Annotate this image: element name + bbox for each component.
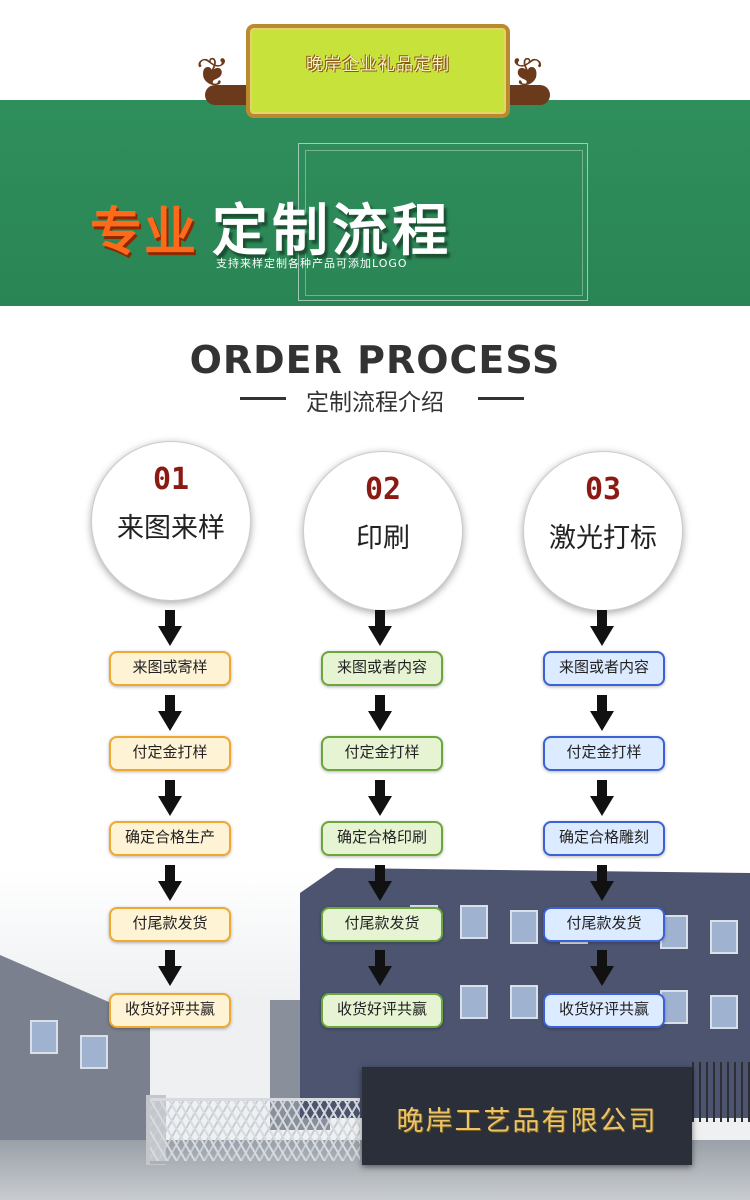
company-sign-text: 晚岸工艺品有限公司 <box>396 1106 658 1137</box>
order-process-title: ORDER PROCESS <box>189 338 561 382</box>
step-box: 收货好评共赢 <box>321 993 443 1028</box>
process-label: 来图来样 <box>117 513 225 544</box>
process-number: 03 <box>584 472 622 507</box>
arrow-down-icon <box>590 695 614 731</box>
process-label: 印刷 <box>356 523 410 554</box>
process-number: 01 <box>152 462 190 497</box>
company-sign: 晚岸工艺品有限公司 <box>362 1067 692 1165</box>
arrow-down-icon <box>368 695 392 731</box>
process-number: 02 <box>364 472 402 507</box>
headline-subtitle: 支持来样定制各种产品可添加LOGO <box>216 257 408 270</box>
step-box: 付定金打样 <box>321 736 443 771</box>
window <box>510 910 538 944</box>
arrow-down-icon <box>158 780 182 816</box>
title-rule-left <box>240 397 286 400</box>
plaque-title: 晚岸企业礼品定制 <box>306 55 450 75</box>
arrow-down-icon <box>590 610 614 646</box>
window <box>710 995 738 1029</box>
step-box: 付尾款发货 <box>109 907 231 942</box>
headline: 专业定制流程 <box>90 186 452 267</box>
window <box>30 1020 58 1054</box>
arrow-down-icon <box>368 780 392 816</box>
step-box: 确定合格生产 <box>109 821 231 856</box>
retractable-gate <box>150 1098 360 1164</box>
headline-highlight: 专业 <box>90 203 199 263</box>
fence <box>692 1062 750 1122</box>
window <box>510 985 538 1019</box>
process-label: 激光打标 <box>549 523 657 554</box>
order-process-subtitle: 定制流程介绍 <box>306 390 444 416</box>
process-circle-3: 03 激光打标 <box>523 451 683 611</box>
title-rule-right <box>478 397 524 400</box>
window <box>460 985 488 1019</box>
header-banner <box>0 100 750 306</box>
arrow-down-icon <box>590 865 614 901</box>
step-box: 付定金打样 <box>109 736 231 771</box>
step-box: 收货好评共赢 <box>543 993 665 1028</box>
step-box: 确定合格印刷 <box>321 821 443 856</box>
step-box: 来图或者内容 <box>321 651 443 686</box>
arrow-down-icon <box>368 610 392 646</box>
swirl-right-icon: ❦ <box>510 50 544 96</box>
swirl-left-icon: ❦ <box>196 50 230 96</box>
arrow-down-icon <box>368 865 392 901</box>
process-circle-2: 02 印刷 <box>303 451 463 611</box>
step-box: 付尾款发货 <box>543 907 665 942</box>
arrow-down-icon <box>158 865 182 901</box>
banner-frame <box>298 143 588 301</box>
banner-frame-inner <box>305 150 583 296</box>
headline-main: 定制流程 <box>212 199 453 264</box>
arrow-down-icon <box>158 695 182 731</box>
process-circle-1: 01 来图来样 <box>91 441 251 601</box>
arrow-down-icon <box>590 780 614 816</box>
title-plaque: 晚岸企业礼品定制 <box>246 24 510 118</box>
arrow-down-icon <box>368 950 392 986</box>
arrow-down-icon <box>158 610 182 646</box>
window <box>460 905 488 939</box>
step-box: 来图或者内容 <box>543 651 665 686</box>
step-box: 来图或寄样 <box>109 651 231 686</box>
step-box: 付定金打样 <box>543 736 665 771</box>
arrow-down-icon <box>590 950 614 986</box>
step-box: 确定合格雕刻 <box>543 821 665 856</box>
window <box>710 920 738 954</box>
step-box: 付尾款发货 <box>321 907 443 942</box>
arrow-down-icon <box>158 950 182 986</box>
step-box: 收货好评共赢 <box>109 993 231 1028</box>
window <box>80 1035 108 1069</box>
